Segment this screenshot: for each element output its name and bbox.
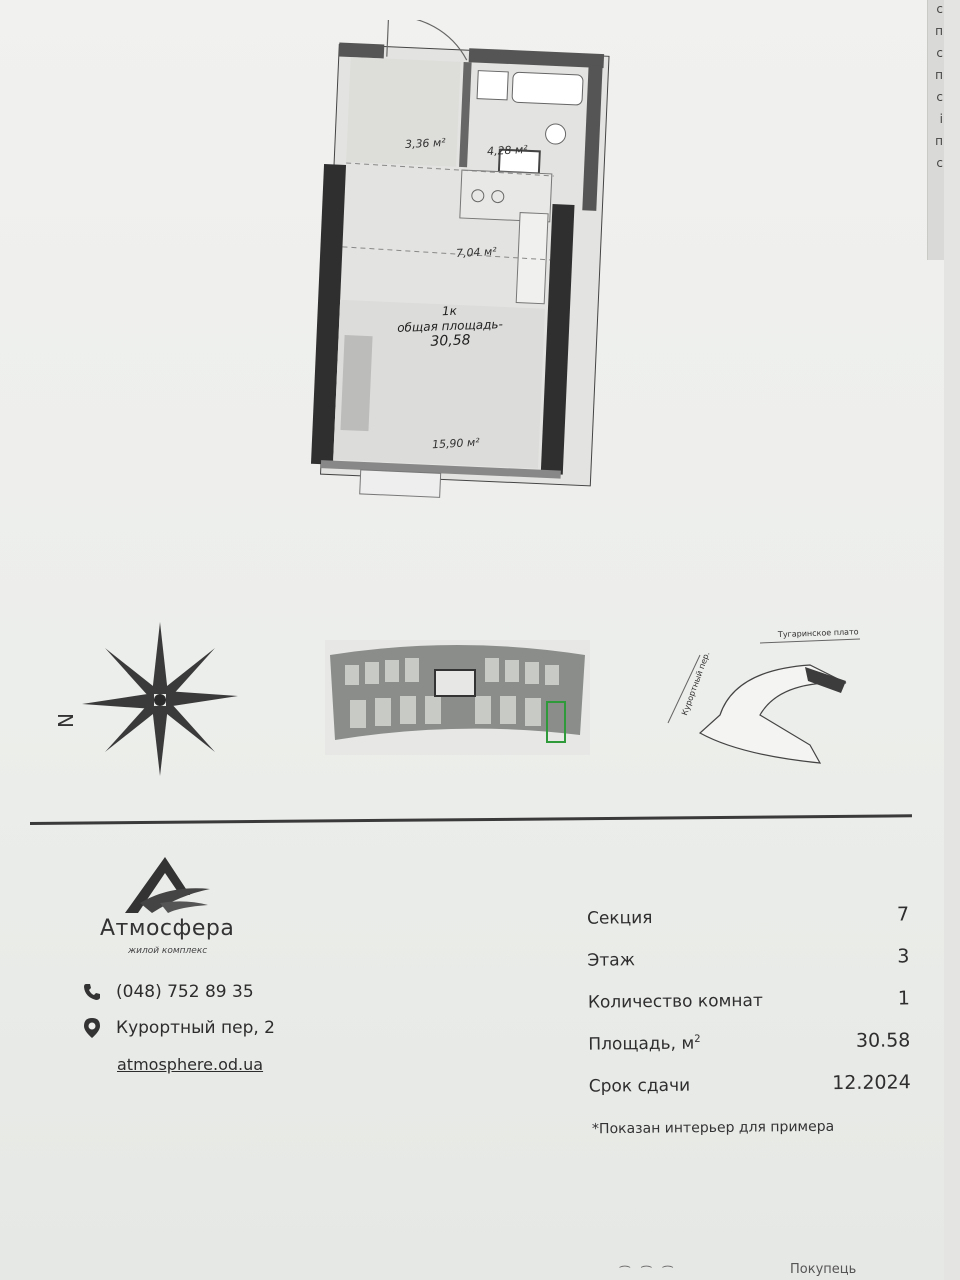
floor-section-plan — [325, 640, 590, 755]
spec-value: 1 — [897, 987, 911, 1010]
site-location-map: Курортный пер. Тугаринское плато — [667, 627, 861, 764]
spec-value: 7 — [896, 903, 910, 926]
apartment-specs: Секция 7 Этаж 3 Количество комнат 1 Площ… — [587, 903, 911, 1116]
spec-unit-superscript: 2 — [694, 1033, 701, 1045]
edge-char: п — [935, 24, 943, 38]
bathtub — [511, 71, 584, 106]
section-divider — [29, 814, 912, 825]
sofa — [340, 335, 373, 432]
spec-label: Площадь, м — [588, 1033, 695, 1055]
highlighted-section — [805, 667, 846, 693]
spec-row-rooms: Количество комнат 1 — [588, 987, 910, 1032]
phone-number: (048) 752 89 35 — [116, 982, 254, 1002]
entrance-door — [386, 20, 468, 61]
spec-label: Секция — [586, 908, 653, 929]
interior-note: *Показан интерьер для примера — [591, 1118, 835, 1138]
north-label: N — [55, 713, 78, 728]
edge-char: с — [936, 2, 943, 16]
spec-label: Количество комнат — [587, 990, 763, 1013]
plan-total-area: 1к общая площадь- 30,58 — [394, 302, 506, 351]
edge-char: п — [935, 68, 943, 82]
bottom-page-marks: ⁀ ⁀ ⁀ — [620, 1266, 677, 1280]
street-label-tugarinskoe: Тугаринское плато — [777, 627, 859, 639]
compass-rose-icon: N — [55, 622, 238, 776]
apartment-floor-plan — [310, 20, 610, 498]
left-wall — [310, 163, 347, 465]
spec-label-area: Площадь, м2 — [588, 1034, 700, 1055]
contact-phone: (048) 752 89 35 — [82, 982, 254, 1002]
brand-name: Атмосфера — [100, 916, 235, 941]
spec-label: Этаж — [587, 950, 636, 971]
spec-label: Срок сдачи — [588, 1075, 691, 1097]
atmosfera-logo-icon — [125, 857, 210, 913]
brand-subtitle: жилой комплекс — [128, 946, 208, 956]
area-label-living: 15,90 м² — [431, 435, 481, 452]
spec-row-area: Площадь, м2 30.58 — [588, 1029, 910, 1074]
spec-value: 12.2024 — [832, 1071, 911, 1095]
location-pin-icon — [82, 1018, 106, 1038]
area-label-hall: 3,36 м² — [404, 135, 447, 152]
spec-row-completion: Срок сдачи 12.2024 — [589, 1071, 911, 1116]
bottom-cropped-text: Покупець — [790, 1262, 857, 1277]
edge-char: с — [936, 46, 943, 60]
address-text: Курортный пер, 2 — [116, 1018, 275, 1038]
spec-value: 3 — [897, 945, 910, 968]
area-label-kitchen: 7,04 м² — [455, 244, 498, 261]
edge-char: і — [939, 112, 943, 126]
phone-icon — [82, 982, 106, 1002]
edge-char: с — [936, 90, 943, 104]
edge-char: с — [936, 156, 943, 170]
spec-row-section: Секция 7 — [587, 903, 909, 948]
street-label-kurortny: Курортный пер. — [680, 650, 711, 716]
adjacent-page-edge: с п с п с і п с — [927, 0, 944, 260]
spec-row-floor: Этаж 3 — [587, 945, 909, 990]
edge-char: п — [935, 134, 943, 148]
contact-address: Курортный пер, 2 — [82, 1018, 275, 1038]
highlighted-apartment — [546, 701, 566, 743]
spec-value: 30.58 — [855, 1029, 911, 1052]
balcony — [359, 469, 442, 498]
website-link[interactable]: atmosphere.od.ua — [117, 1055, 264, 1074]
area-label-bath: 4,28 м² — [486, 142, 529, 159]
right-wall — [540, 203, 575, 475]
